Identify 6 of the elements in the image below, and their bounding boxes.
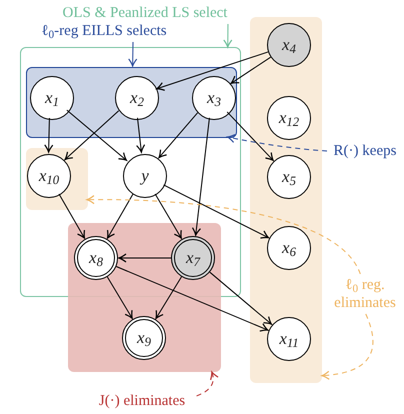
annotation-text: J(·) eliminates — [80, 390, 204, 412]
region-box — [26, 148, 88, 210]
annotation-text: ℓ$_{0}$ reg. eliminates — [326, 274, 404, 314]
annotation-text: R(·) keeps — [327, 140, 403, 162]
region-box — [26, 67, 237, 138]
region-box — [250, 17, 322, 383]
